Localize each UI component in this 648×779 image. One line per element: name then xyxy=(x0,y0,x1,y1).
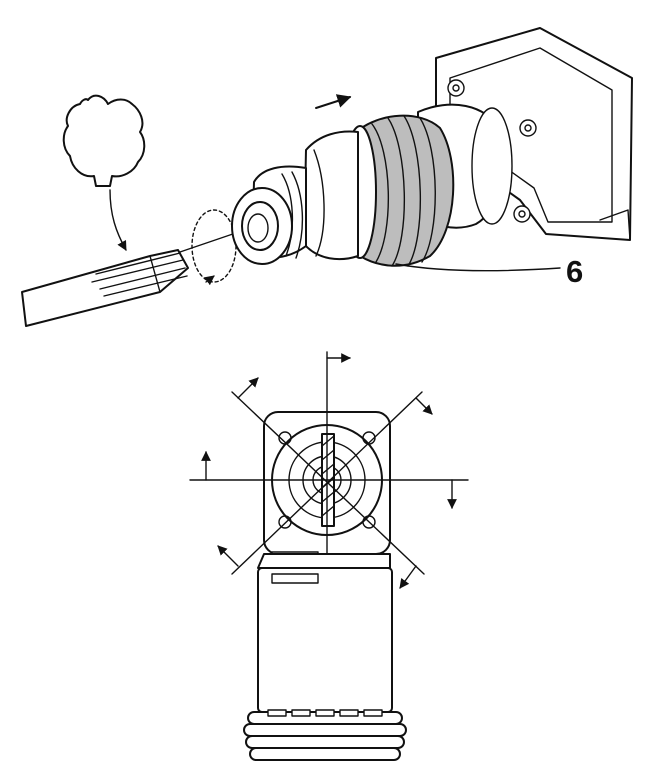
handle-body xyxy=(257,553,393,713)
insert-tool-shank xyxy=(21,249,189,327)
bottom-illustration xyxy=(189,351,469,761)
top-illustration: 6 xyxy=(21,27,633,327)
cross-section-pointer xyxy=(109,189,127,251)
position-arrow xyxy=(399,565,417,589)
callout-label-6: 6 xyxy=(566,254,583,289)
position-arrow xyxy=(237,377,259,399)
position-arrow xyxy=(217,545,239,567)
handle-grip-rings xyxy=(243,709,407,761)
position-arrows xyxy=(201,353,457,609)
position-lines xyxy=(189,351,469,613)
callout-leader-line xyxy=(395,263,561,272)
push-arrow xyxy=(315,94,352,109)
position-arrow xyxy=(415,397,433,415)
bit-shank-cross-section xyxy=(62,94,146,187)
grip-collar xyxy=(343,114,455,267)
tool-chuck xyxy=(231,130,359,265)
